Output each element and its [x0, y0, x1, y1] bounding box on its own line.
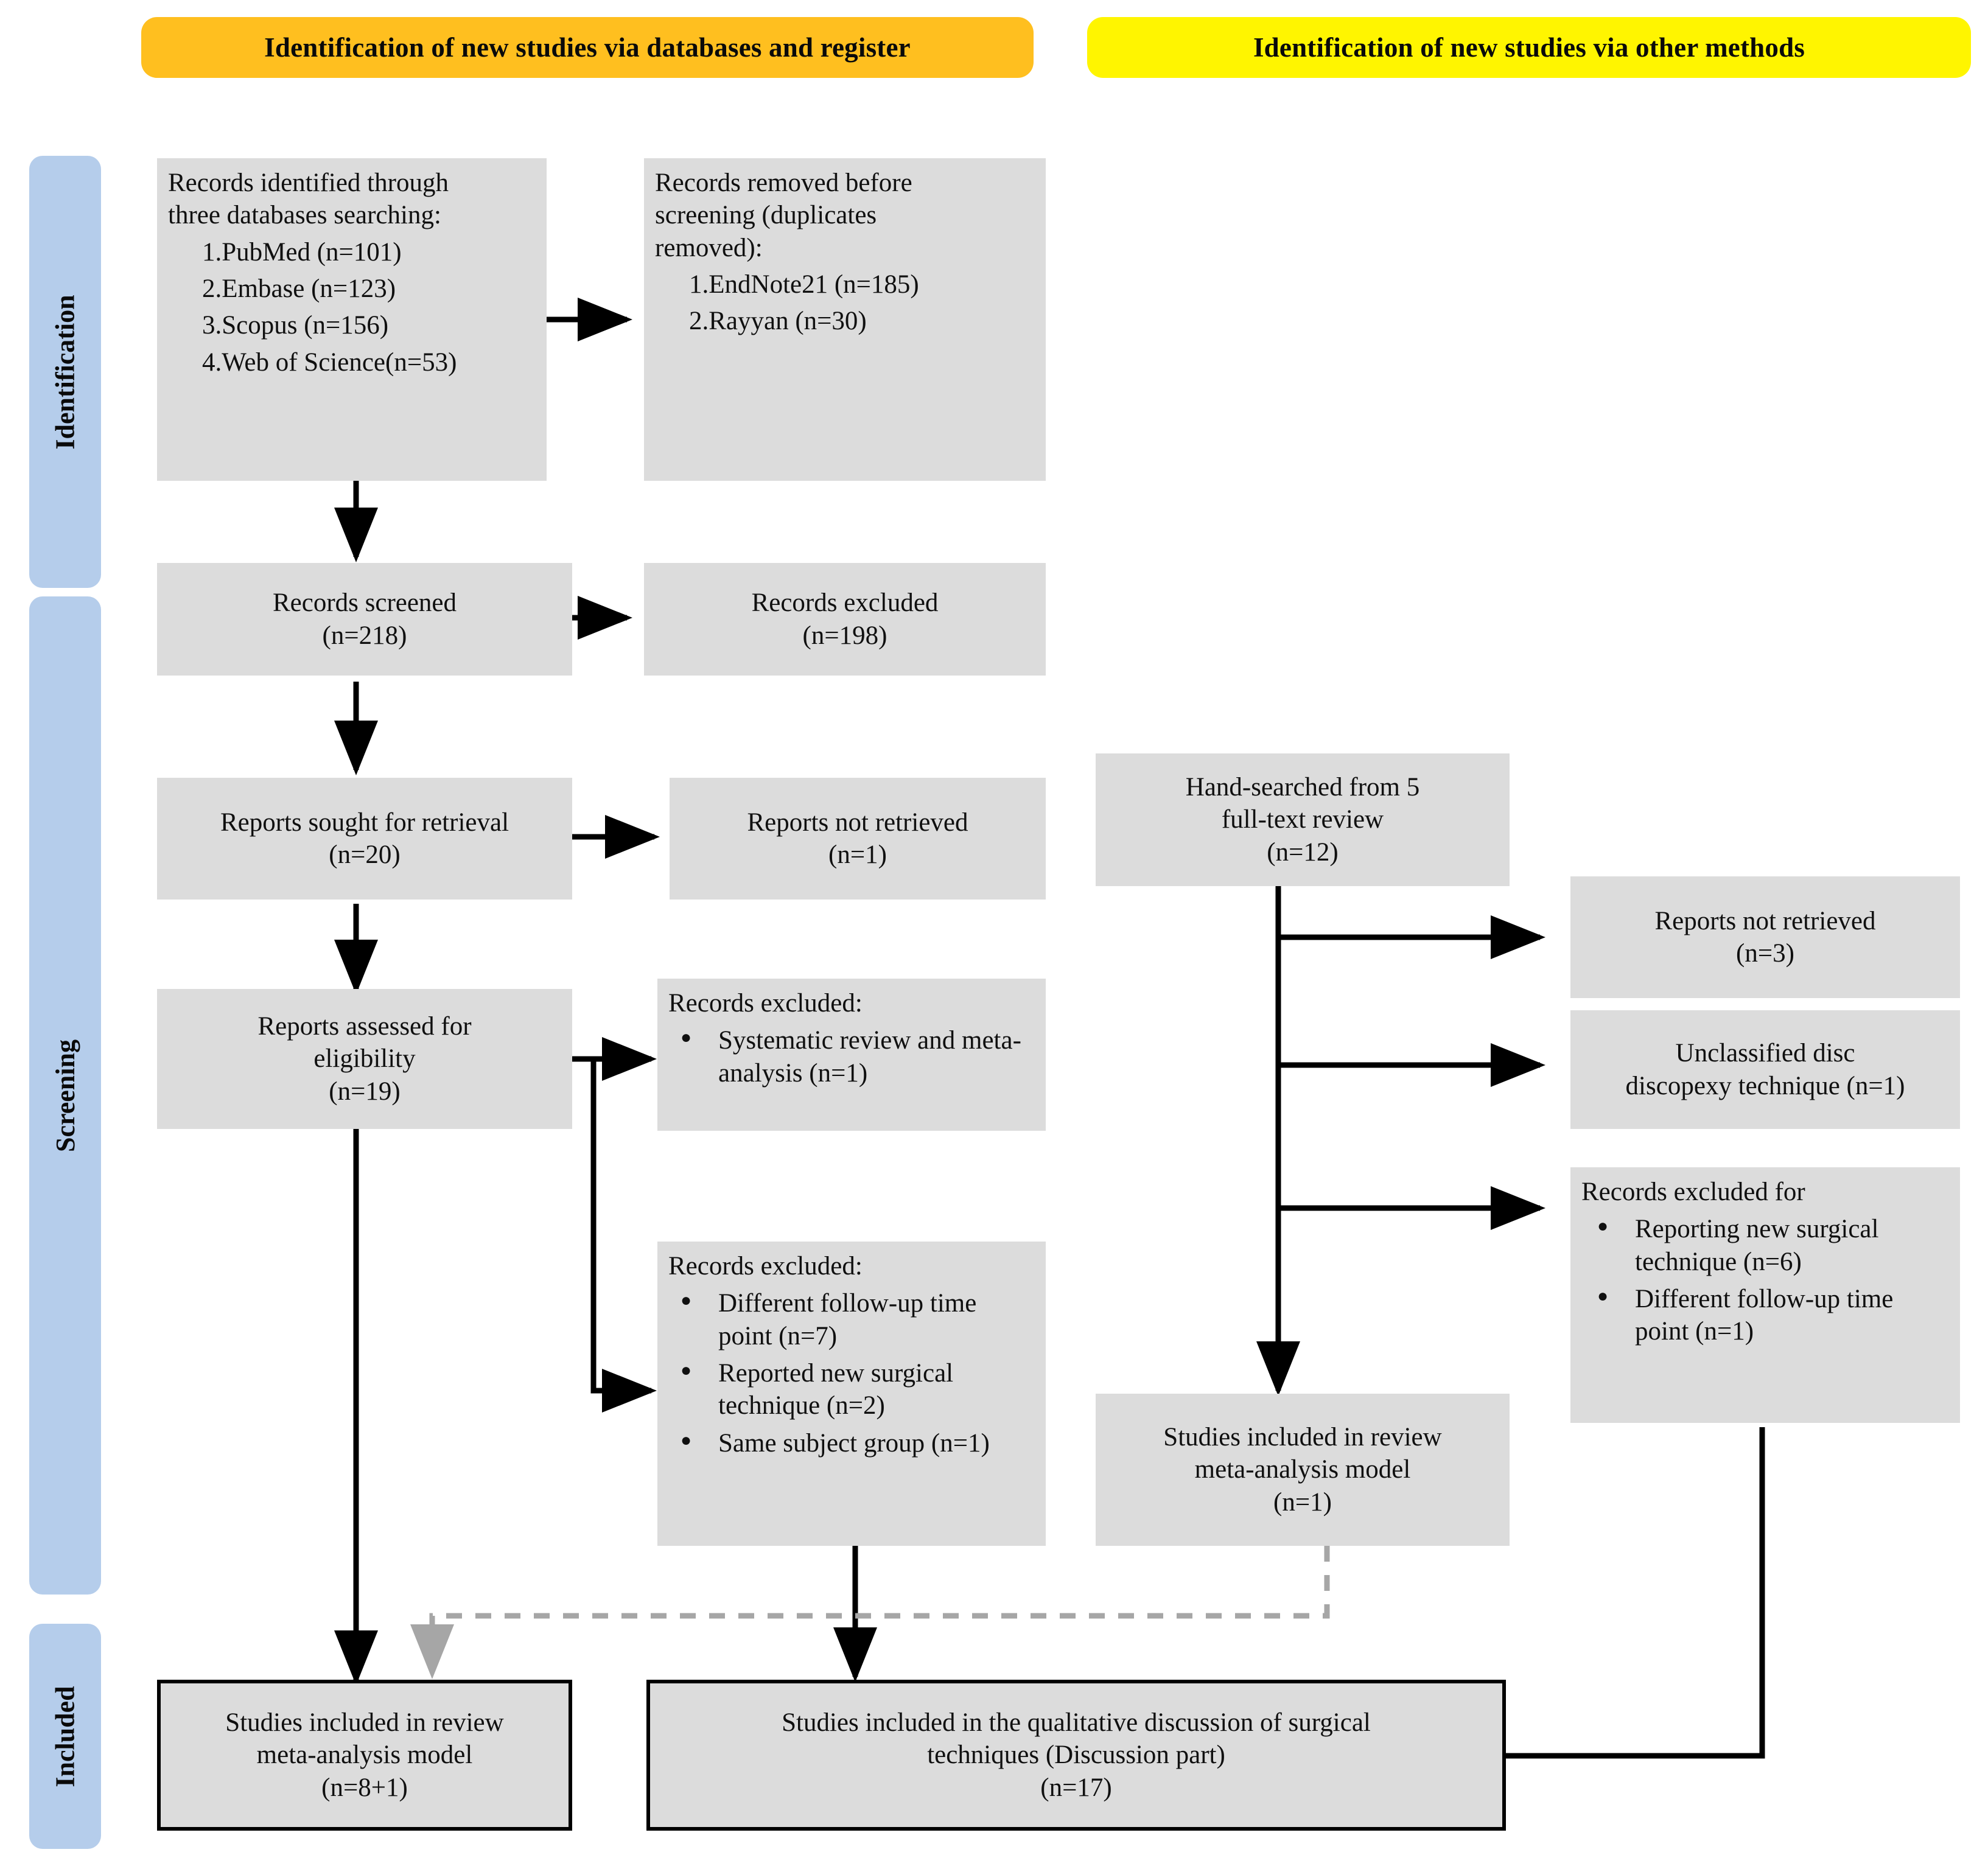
box-records-excluded-for: Records excluded for Reporting new surgi… [1570, 1167, 1960, 1423]
records-excluded-systematic-items: Systematic review and meta-analysis (n=1… [668, 1023, 1035, 1089]
records-excluded-for-title: Records excluded for [1581, 1178, 1805, 1206]
arrow-assessed-to-excluded-multi [590, 1059, 657, 1413]
stage-label-screening: Screening [29, 596, 101, 1595]
list-item: Reporting new surgical technique (n=6) [1597, 1212, 1949, 1278]
reports-assessed-label-1: Reports assessed for [257, 1012, 472, 1041]
records-excluded-screening-label: Records excluded [751, 589, 939, 618]
box-records-screened: Records screened (n=218) [157, 563, 572, 676]
banner-databases-label: Identification of new studies via databa… [264, 32, 911, 63]
banner-other-label: Identification of new studies via other … [1253, 32, 1805, 63]
records-removed-title-3: removed): [655, 233, 763, 262]
records-identified-title-1: Records identified through [168, 169, 449, 197]
records-identified-sources: 1.PubMed (n=101) 2.Embase (n=123) 3.Scop… [168, 236, 536, 379]
list-item: 1.PubMed (n=101) [202, 237, 402, 267]
stage-included-text: Included [50, 1685, 80, 1787]
reports-sought-count: (n=20) [329, 840, 401, 869]
stage-screening-text: Screening [50, 1039, 80, 1152]
records-excluded-screening-count: (n=198) [802, 621, 887, 650]
studies-included-qualitative-label-1: Studies included in the qualitative disc… [782, 1708, 1371, 1738]
box-studies-included-other: Studies included in review meta-analysis… [1096, 1394, 1510, 1546]
studies-included-other-label-2: meta-analysis model [1194, 1455, 1411, 1484]
studies-included-meta-label-1: Studies included in review [225, 1708, 504, 1738]
records-excluded-multi-items: Different follow-up time point (n=7) Rep… [668, 1286, 1035, 1459]
hand-searched-label-1: Hand-searched from 5 [1185, 773, 1420, 802]
box-reports-not-retrieved-other: Reports not retrieved (n=3) [1570, 876, 1960, 998]
stage-identification-text: Identification [50, 294, 80, 450]
records-removed-tools: 1.EndNote21 (n=185) 2.Rayyan (n=30) [655, 268, 1035, 338]
reports-not-retrieved-other-count: (n=3) [1736, 939, 1794, 968]
reports-assessed-label-2: eligibility [313, 1044, 416, 1074]
list-item: Systematic review and meta-analysis (n=1… [681, 1023, 1035, 1089]
box-unclassified-disc: Unclassified disc discopexy technique (n… [1570, 1010, 1960, 1129]
list-item: 2.Rayyan (n=30) [689, 307, 867, 336]
hand-searched-label-2: full-text review [1221, 805, 1384, 834]
box-reports-not-retrieved-db: Reports not retrieved (n=1) [670, 778, 1046, 900]
reports-not-retrieved-db-count: (n=1) [828, 840, 887, 869]
list-item: Same subject group (n=1) [681, 1426, 1035, 1459]
reports-not-retrieved-other-label: Reports not retrieved [1654, 906, 1876, 935]
list-item: Different follow-up time point (n=1) [1597, 1282, 1949, 1348]
records-screened-label: Records screened [272, 589, 457, 618]
box-reports-sought: Reports sought for retrieval (n=20) [157, 778, 572, 900]
records-removed-title-1: Records removed before [655, 169, 912, 197]
studies-included-qualitative-label-2: techniques (Discussion part) [927, 1741, 1225, 1770]
list-item: 3.Scopus (n=156) [202, 311, 389, 340]
list-item: Different follow-up time point (n=7) [681, 1286, 1035, 1352]
box-records-identified: Records identified through three databas… [157, 158, 547, 481]
unclassified-disc-label-1: Unclassified disc [1675, 1039, 1855, 1068]
reports-sought-label: Reports sought for retrieval [220, 808, 509, 837]
records-screened-count: (n=218) [322, 621, 407, 650]
unclassified-disc-label-2: discopexy technique (n=1) [1625, 1071, 1905, 1100]
box-records-excluded-systematic: Records excluded: Systematic review and … [657, 979, 1046, 1131]
reports-assessed-count: (n=19) [329, 1077, 401, 1106]
records-excluded-for-items: Reporting new surgical technique (n=6) D… [1581, 1212, 1949, 1348]
list-item: 2.Embase (n=123) [202, 274, 396, 303]
studies-included-other-count: (n=1) [1273, 1487, 1332, 1517]
stage-label-included: Included [29, 1624, 101, 1849]
hand-searched-count: (n=12) [1267, 837, 1339, 867]
list-item: Reported new surgical technique (n=2) [681, 1356, 1035, 1422]
box-hand-searched: Hand-searched from 5 full-text review (n… [1096, 753, 1510, 886]
box-records-excluded-multi: Records excluded: Different follow-up ti… [657, 1242, 1046, 1546]
records-removed-title-2: screening (duplicates [655, 201, 877, 230]
studies-included-meta-label-2: meta-analysis model [256, 1741, 473, 1770]
records-excluded-systematic-title: Records excluded: [668, 989, 863, 1018]
arrow-studies-other-to-included-meta [410, 1546, 1330, 1679]
box-reports-assessed: Reports assessed for eligibility (n=19) [157, 989, 572, 1129]
box-records-excluded-screening: Records excluded (n=198) [644, 563, 1046, 676]
reports-not-retrieved-db-label: Reports not retrieved [747, 808, 968, 837]
records-identified-title-2: three databases searching: [168, 201, 441, 230]
studies-included-other-label-1: Studies included in review [1163, 1423, 1442, 1452]
studies-included-meta-count: (n=8+1) [321, 1773, 408, 1802]
stage-label-identification: Identification [29, 156, 101, 588]
records-excluded-multi-title: Records excluded: [668, 1252, 863, 1280]
banner-identification-databases: Identification of new studies via databa… [141, 17, 1034, 78]
banner-identification-other: Identification of new studies via other … [1087, 17, 1971, 78]
studies-included-qualitative-count: (n=17) [1040, 1773, 1112, 1802]
list-item: 4.Web of Science(n=53) [202, 348, 457, 377]
box-records-removed: Records removed before screening (duplic… [644, 158, 1046, 481]
box-studies-included-qualitative: Studies included in the qualitative disc… [646, 1680, 1506, 1831]
list-item: 1.EndNote21 (n=185) [689, 270, 919, 299]
box-studies-included-meta: Studies included in review meta-analysis… [157, 1680, 572, 1831]
